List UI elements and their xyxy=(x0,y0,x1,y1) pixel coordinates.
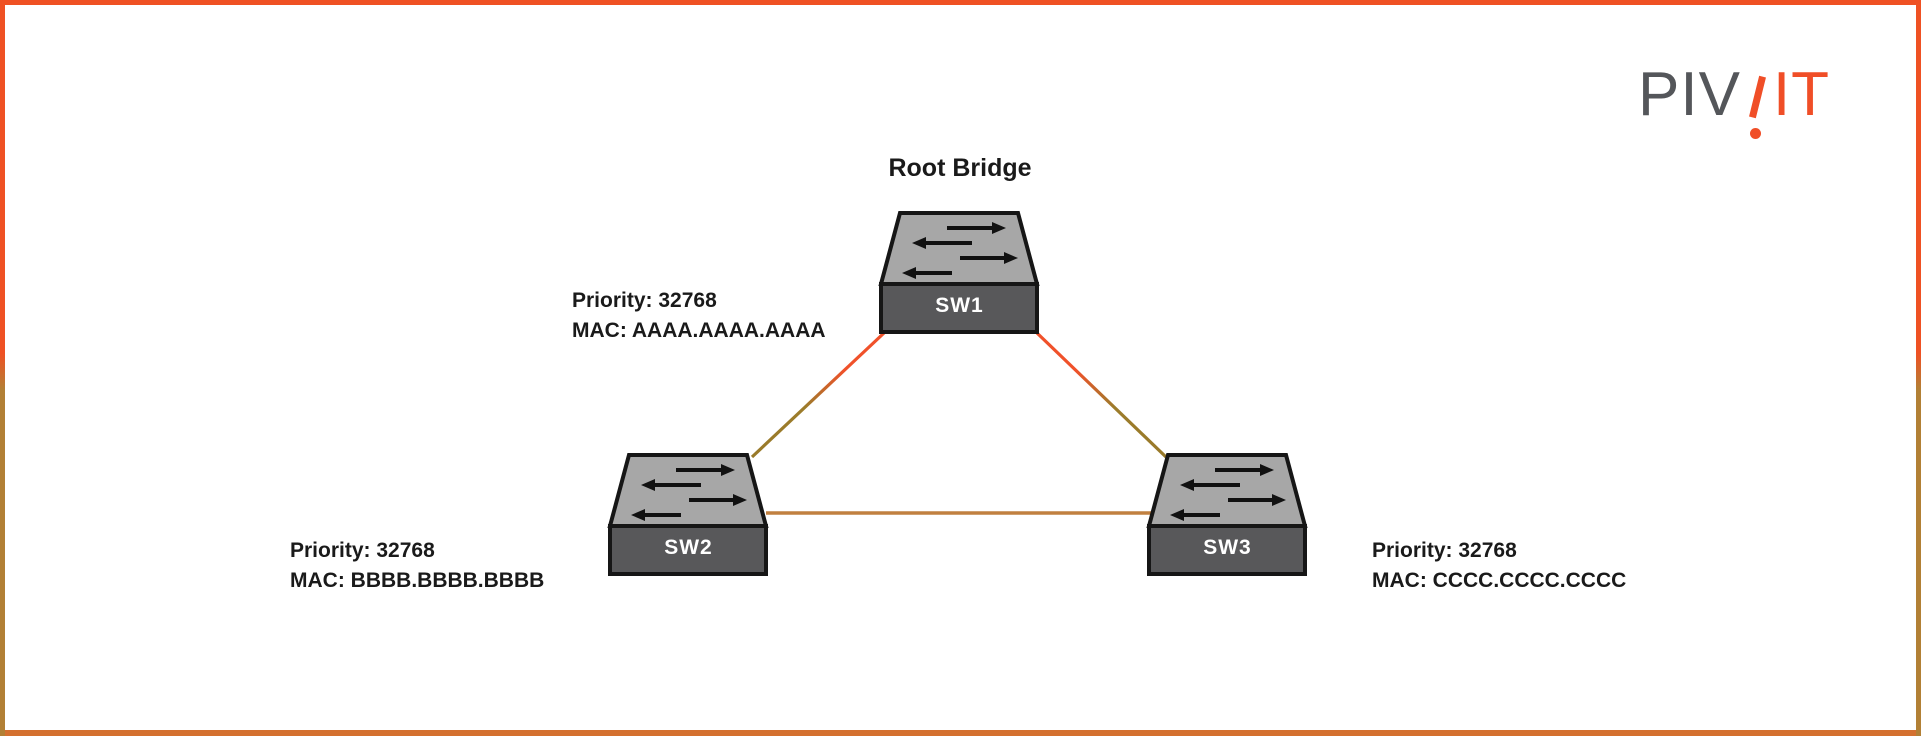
root-bridge-label: Root Bridge xyxy=(888,154,1032,182)
switch-sw3: SW3 xyxy=(1146,452,1309,577)
switch-sw1-label: SW1 xyxy=(935,294,984,317)
sw1-priority: Priority: 32768 xyxy=(572,289,717,312)
switch-info-sw3: Priority: 32768 MAC: CCCC.CCCC.CCCC xyxy=(1372,536,1626,596)
link-sw1-sw3 xyxy=(1035,331,1168,459)
switch-sw2-label: SW2 xyxy=(664,536,713,559)
switch-info-sw2: Priority: 32768 MAC: BBBB.BBBB.BBBB xyxy=(290,536,544,596)
logo-text-gray: PIV xyxy=(1638,60,1741,129)
pivit-logo: PIV IT xyxy=(1638,64,1830,142)
sw2-mac: MAC: BBBB.BBBB.BBBB xyxy=(290,569,545,592)
logo-exclamation-icon xyxy=(1741,64,1773,142)
sw2-priority: Priority: 32768 xyxy=(290,539,435,562)
logo-slash xyxy=(1748,75,1766,119)
frame-border-bottom xyxy=(0,730,1921,736)
switch-sw3-label: SW3 xyxy=(1203,536,1252,559)
logo-dot xyxy=(1749,128,1761,139)
link-sw1-sw2 xyxy=(750,331,886,459)
switch-sw1: SW1 xyxy=(878,210,1041,335)
frame-border-top xyxy=(0,0,1921,5)
sw3-mac: MAC: CCCC.CCCC.CCCC xyxy=(1372,569,1627,592)
sw3-priority: Priority: 32768 xyxy=(1372,539,1517,562)
switch-sw2: SW2 xyxy=(607,452,770,577)
frame-border-right xyxy=(1916,0,1921,736)
switch-info-sw1: Priority: 32768 MAC: AAAA.AAAA.AAAA xyxy=(572,286,826,346)
sw1-mac: MAC: AAAA.AAAA.AAAA xyxy=(572,319,826,342)
frame-border-left xyxy=(0,0,5,736)
logo-text-orange: IT xyxy=(1772,60,1831,129)
